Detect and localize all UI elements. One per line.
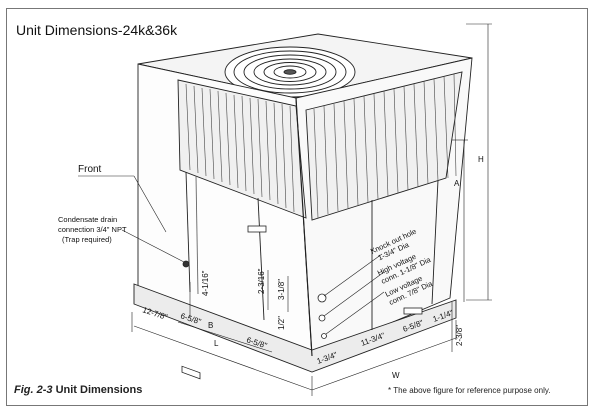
dim-H: H [478, 155, 484, 164]
dim-L: L [214, 339, 219, 348]
dim-B: B [208, 321, 213, 330]
figure-caption: Fig. 2-3 Unit Dimensions [14, 384, 142, 396]
condensate-label-3: (Trap required) [62, 235, 112, 244]
figure-label: Fig. 2-3 [14, 384, 53, 396]
low-voltage-hole [321, 333, 327, 339]
front-label: Front [78, 164, 102, 175]
condensate-label-2: connection 3/4" NPT [58, 225, 127, 234]
high-voltage-hole [318, 314, 326, 322]
page-title: Unit Dimensions-24k&36k [16, 22, 178, 38]
side-coil-panel [305, 71, 463, 221]
dim-A: A [454, 179, 460, 188]
dim-2-3-16: 2-3/16" [257, 268, 266, 294]
dim-W: W [392, 371, 400, 380]
condensate-label-1: Condensate drain [58, 215, 117, 224]
footnote: * The above figure for reference purpose… [388, 386, 551, 395]
front-coil-panel [177, 79, 307, 219]
dim-4-1-16: 4-1/16" [201, 270, 210, 296]
figure-caption-text: Unit Dimensions [55, 384, 143, 396]
dim-1-2: 1/2" [277, 316, 286, 330]
dim-3-1-8: 3-1/8" [277, 279, 286, 300]
dim-2-3-8: 2-3/8" [455, 325, 464, 346]
